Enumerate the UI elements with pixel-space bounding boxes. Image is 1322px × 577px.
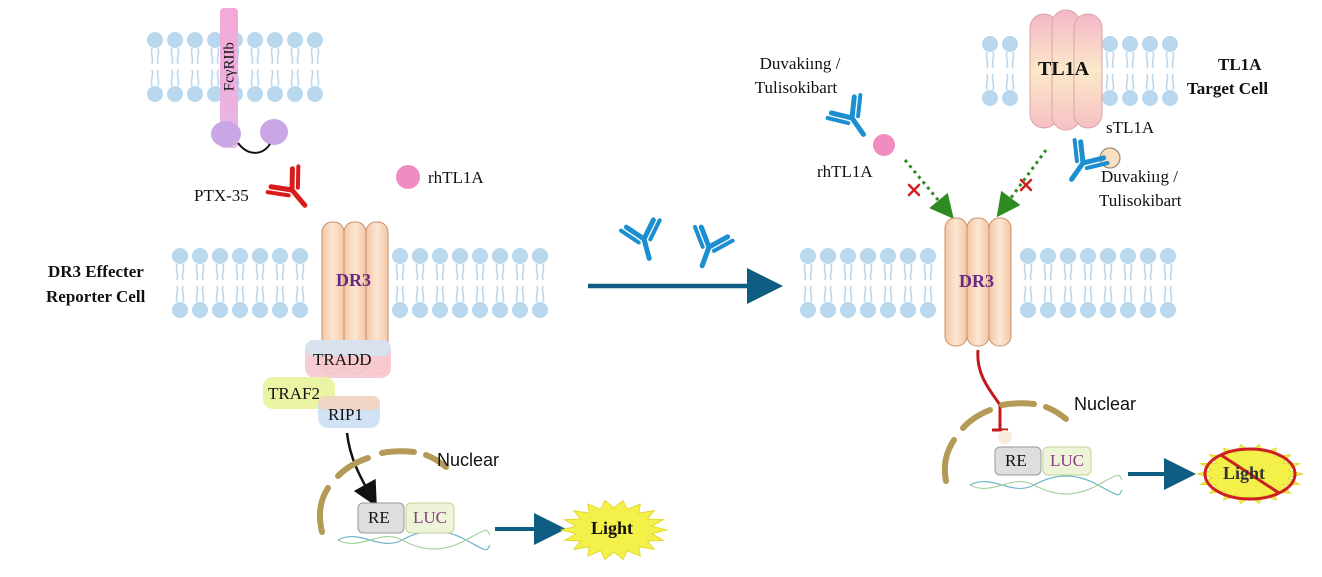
nuclear-envelope-right <box>941 400 1069 484</box>
traf2-box <box>263 377 335 409</box>
ptx35-antibody-icon <box>266 165 320 218</box>
tl1a-label: TL1A <box>1038 58 1090 80</box>
dr3-label-right: DR3 <box>959 271 994 291</box>
luc-label-right: LUC <box>1050 451 1084 470</box>
target-cell-label-1: TL1A <box>1218 55 1262 74</box>
burst-icon-left <box>559 499 669 561</box>
rhtl1a-label-right: rhTL1A <box>817 162 873 181</box>
tl1a-trimer <box>1029 9 1103 131</box>
nuclear-label-right: Nuclear <box>1074 394 1137 414</box>
effector-cell-label-1: DR3 Effecter <box>48 262 144 281</box>
stl1a-label: sTL1A <box>1106 118 1155 137</box>
light-label-right: Light <box>1223 463 1266 483</box>
inhibition-line <box>976 349 1002 430</box>
re-box-left <box>357 502 405 534</box>
signal-arrow-left <box>345 432 377 507</box>
re-box-right <box>994 446 1042 476</box>
dr3-label-left: DR3 <box>336 270 371 290</box>
re-label-left: RE <box>368 508 390 527</box>
target-cell-label-2: Target Cell <box>1187 79 1269 98</box>
re-label-right: RE <box>1005 451 1027 470</box>
rhtl1a-ligand <box>396 165 420 189</box>
nuclear-envelope-left <box>317 448 449 535</box>
prohibited-icon <box>1203 447 1297 501</box>
blocked-arrow-right <box>996 149 1048 218</box>
tradd-label: TRADD <box>313 350 372 369</box>
antibody-label-top-2: Tulisokibart <box>754 78 838 97</box>
nuclear-label-left: Nuclear <box>437 450 500 470</box>
light-label-left: Light <box>591 518 634 538</box>
effector-cell-label-2: Reporter Cell <box>46 287 146 306</box>
fcgr2b-label: FcγRIIb <box>221 42 238 92</box>
rhtl1a-ligand-right <box>873 134 895 156</box>
luc-label-left: LUC <box>413 508 447 527</box>
antibody-pair-icon <box>621 218 734 272</box>
antibody-icon-top <box>826 93 879 145</box>
traf2-label: TRAF2 <box>268 384 320 403</box>
block-x-icon <box>907 178 1033 197</box>
rhtl1a-label: rhTL1A <box>428 168 484 187</box>
luc-box-left <box>405 502 455 534</box>
fcgr2b-receptor <box>211 8 288 154</box>
dr3-receptor-left <box>321 221 389 375</box>
blocked-arrow-left <box>903 159 954 219</box>
antibody-label-top-1: Duvakiıng / <box>759 54 841 73</box>
dna-icon-right <box>969 474 1123 496</box>
antibody-label-right-2: Tulisokibart <box>1099 191 1182 210</box>
luc-box-right <box>1042 446 1092 476</box>
dr3-receptor-right <box>944 217 1012 347</box>
ptx35-label: PTX-35 <box>194 186 249 205</box>
rip1-label: RIP1 <box>328 405 363 424</box>
antibody-label-right-1: Duvakiııg / <box>1101 167 1178 186</box>
